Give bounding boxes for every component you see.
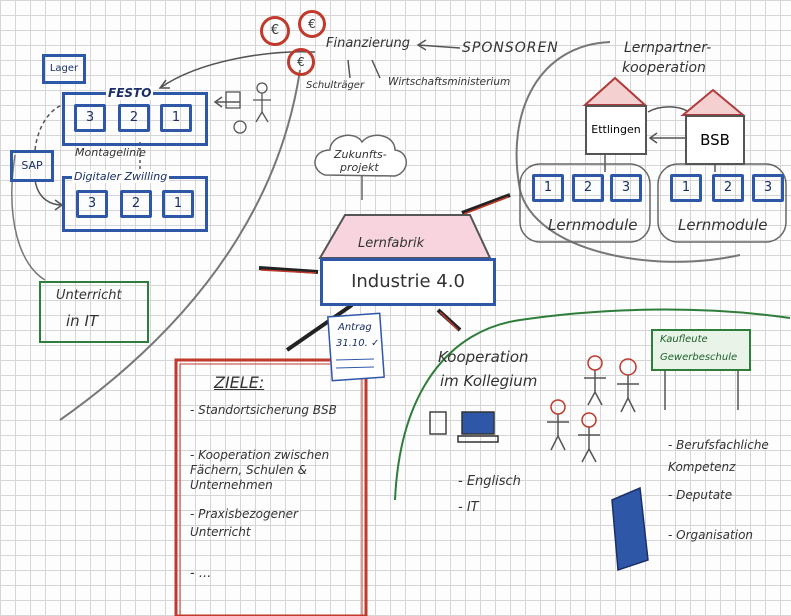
ziele-title: ZIELE: [214, 373, 265, 392]
spoke-left-red [260, 269, 317, 274]
spoke-bottom-left [285, 303, 354, 352]
festo-module: 2 [118, 104, 150, 132]
coin-symbol: € [308, 17, 316, 31]
it-label: - IT [458, 500, 479, 515]
arrow-ministry [371, 59, 381, 79]
house-ettlingen-roof [582, 76, 648, 106]
ziele-item: - Kooperation zwischen Fächern, Schulen … [190, 448, 330, 492]
house-ettlingen-label: Ettlingen [591, 123, 641, 136]
sponsor-label: SPONSOREN [462, 40, 559, 56]
board-line2: Gewerbeschule [660, 352, 738, 363]
arrow-sap-up [34, 104, 63, 151]
ziele-item: - Praxisbezogener Unterricht [190, 507, 298, 539]
digital-twin-title: Digitaler Zwilling [72, 170, 170, 183]
house-bsb-roof [680, 88, 746, 116]
house-ettlingen: Ettlingen [585, 105, 647, 155]
lernmodul: 3 [752, 174, 784, 202]
arrow-bsb-top [647, 106, 691, 114]
coin-icon: € [260, 16, 290, 46]
kollegium-item: - Berufsfachliche Kompetenz [668, 438, 769, 474]
lernmodul: 2 [572, 174, 604, 202]
kollegium-title-line2: im Kollegium [440, 372, 538, 390]
antrag-paper [327, 312, 385, 382]
twin-module: 3 [76, 190, 108, 218]
lernmodul: 2 [712, 174, 744, 202]
coin-icon: € [298, 10, 326, 38]
lernfabrik-roof-label: Lernfabrik [358, 236, 425, 251]
festo-module: 3 [74, 104, 106, 132]
arrow-sponsor [417, 44, 461, 49]
sap-box: SAP [10, 150, 54, 182]
arrow-schooltraeger [347, 59, 351, 79]
lager-label: Lager [49, 63, 79, 74]
folder-icon [611, 486, 649, 572]
coin-icon: € [287, 48, 315, 76]
partner-title-line2: kooperation [622, 60, 706, 76]
spoke-right-red [463, 196, 509, 215]
curve-kollegium-arc [394, 308, 791, 501]
cloud-line1: Zukunfts- [334, 148, 387, 161]
coin-symbol: € [297, 55, 305, 69]
kollegium-title-line1: Kooperation [438, 348, 529, 366]
twin-module: 2 [120, 190, 152, 218]
lernmodul: 1 [532, 174, 564, 202]
stick-figures [547, 355, 639, 463]
ziele-item: - Standortsicherung BSB [190, 403, 337, 417]
ziele-item: - ... [190, 566, 212, 581]
antrag-line1: Antrag [338, 322, 372, 333]
unterricht-it-box [39, 281, 149, 343]
cloud-line2: projekt [340, 161, 379, 174]
kollegium-board [651, 329, 751, 371]
montage-label: Montagelinie [75, 146, 146, 159]
curve-left-arc [59, 69, 301, 421]
antrag-line2: 31.10. ✓ [336, 338, 380, 349]
festo-module: 1 [160, 104, 192, 132]
funding-label: Finanzierung [326, 36, 411, 51]
sap-label: SAP [21, 159, 43, 172]
school-authority-label: Schulträger [306, 80, 365, 91]
industrie-label: Industrie 4.0 [351, 271, 465, 292]
lernmodule-group-1 [519, 163, 651, 243]
englisch-label: - Englisch [458, 474, 521, 489]
unterricht-it-line2: in IT [66, 312, 99, 330]
partner-title-line1: Lernpartner- [624, 40, 712, 56]
industrie-box: Industrie 4.0 [320, 258, 496, 306]
twin-module: 1 [162, 190, 194, 218]
worker-icon [225, 82, 271, 134]
cloud-shape [314, 134, 407, 177]
unterricht-it-line1: Unterricht [56, 288, 122, 303]
spoke-bottom-right-red [439, 311, 459, 331]
house-bsb-label: BSB [700, 131, 730, 149]
arrow-sap-down [34, 179, 63, 206]
lernmodule-label-1: Lernmodule [548, 216, 638, 234]
house-bsb: BSB [685, 115, 745, 165]
festo-title: FESTO [106, 86, 154, 100]
ministry-label: Wirtschaftsministerium [388, 76, 511, 88]
computer-icon [461, 411, 495, 435]
board-line1: Kaufleute [660, 334, 708, 345]
kollegium-item: - Deputate [668, 488, 733, 502]
coin-symbol: € [270, 23, 280, 38]
book-icon [429, 411, 447, 435]
ziele-frame [174, 358, 368, 616]
lernmodule-label-2: Lernmodule [678, 216, 768, 234]
kollegium-item: - Organisation [668, 528, 754, 542]
spoke-right [461, 193, 511, 215]
lager-box: Lager [42, 54, 86, 84]
lernmodul: 3 [610, 174, 642, 202]
spoke-left [258, 266, 319, 274]
lernmodul: 1 [670, 174, 702, 202]
